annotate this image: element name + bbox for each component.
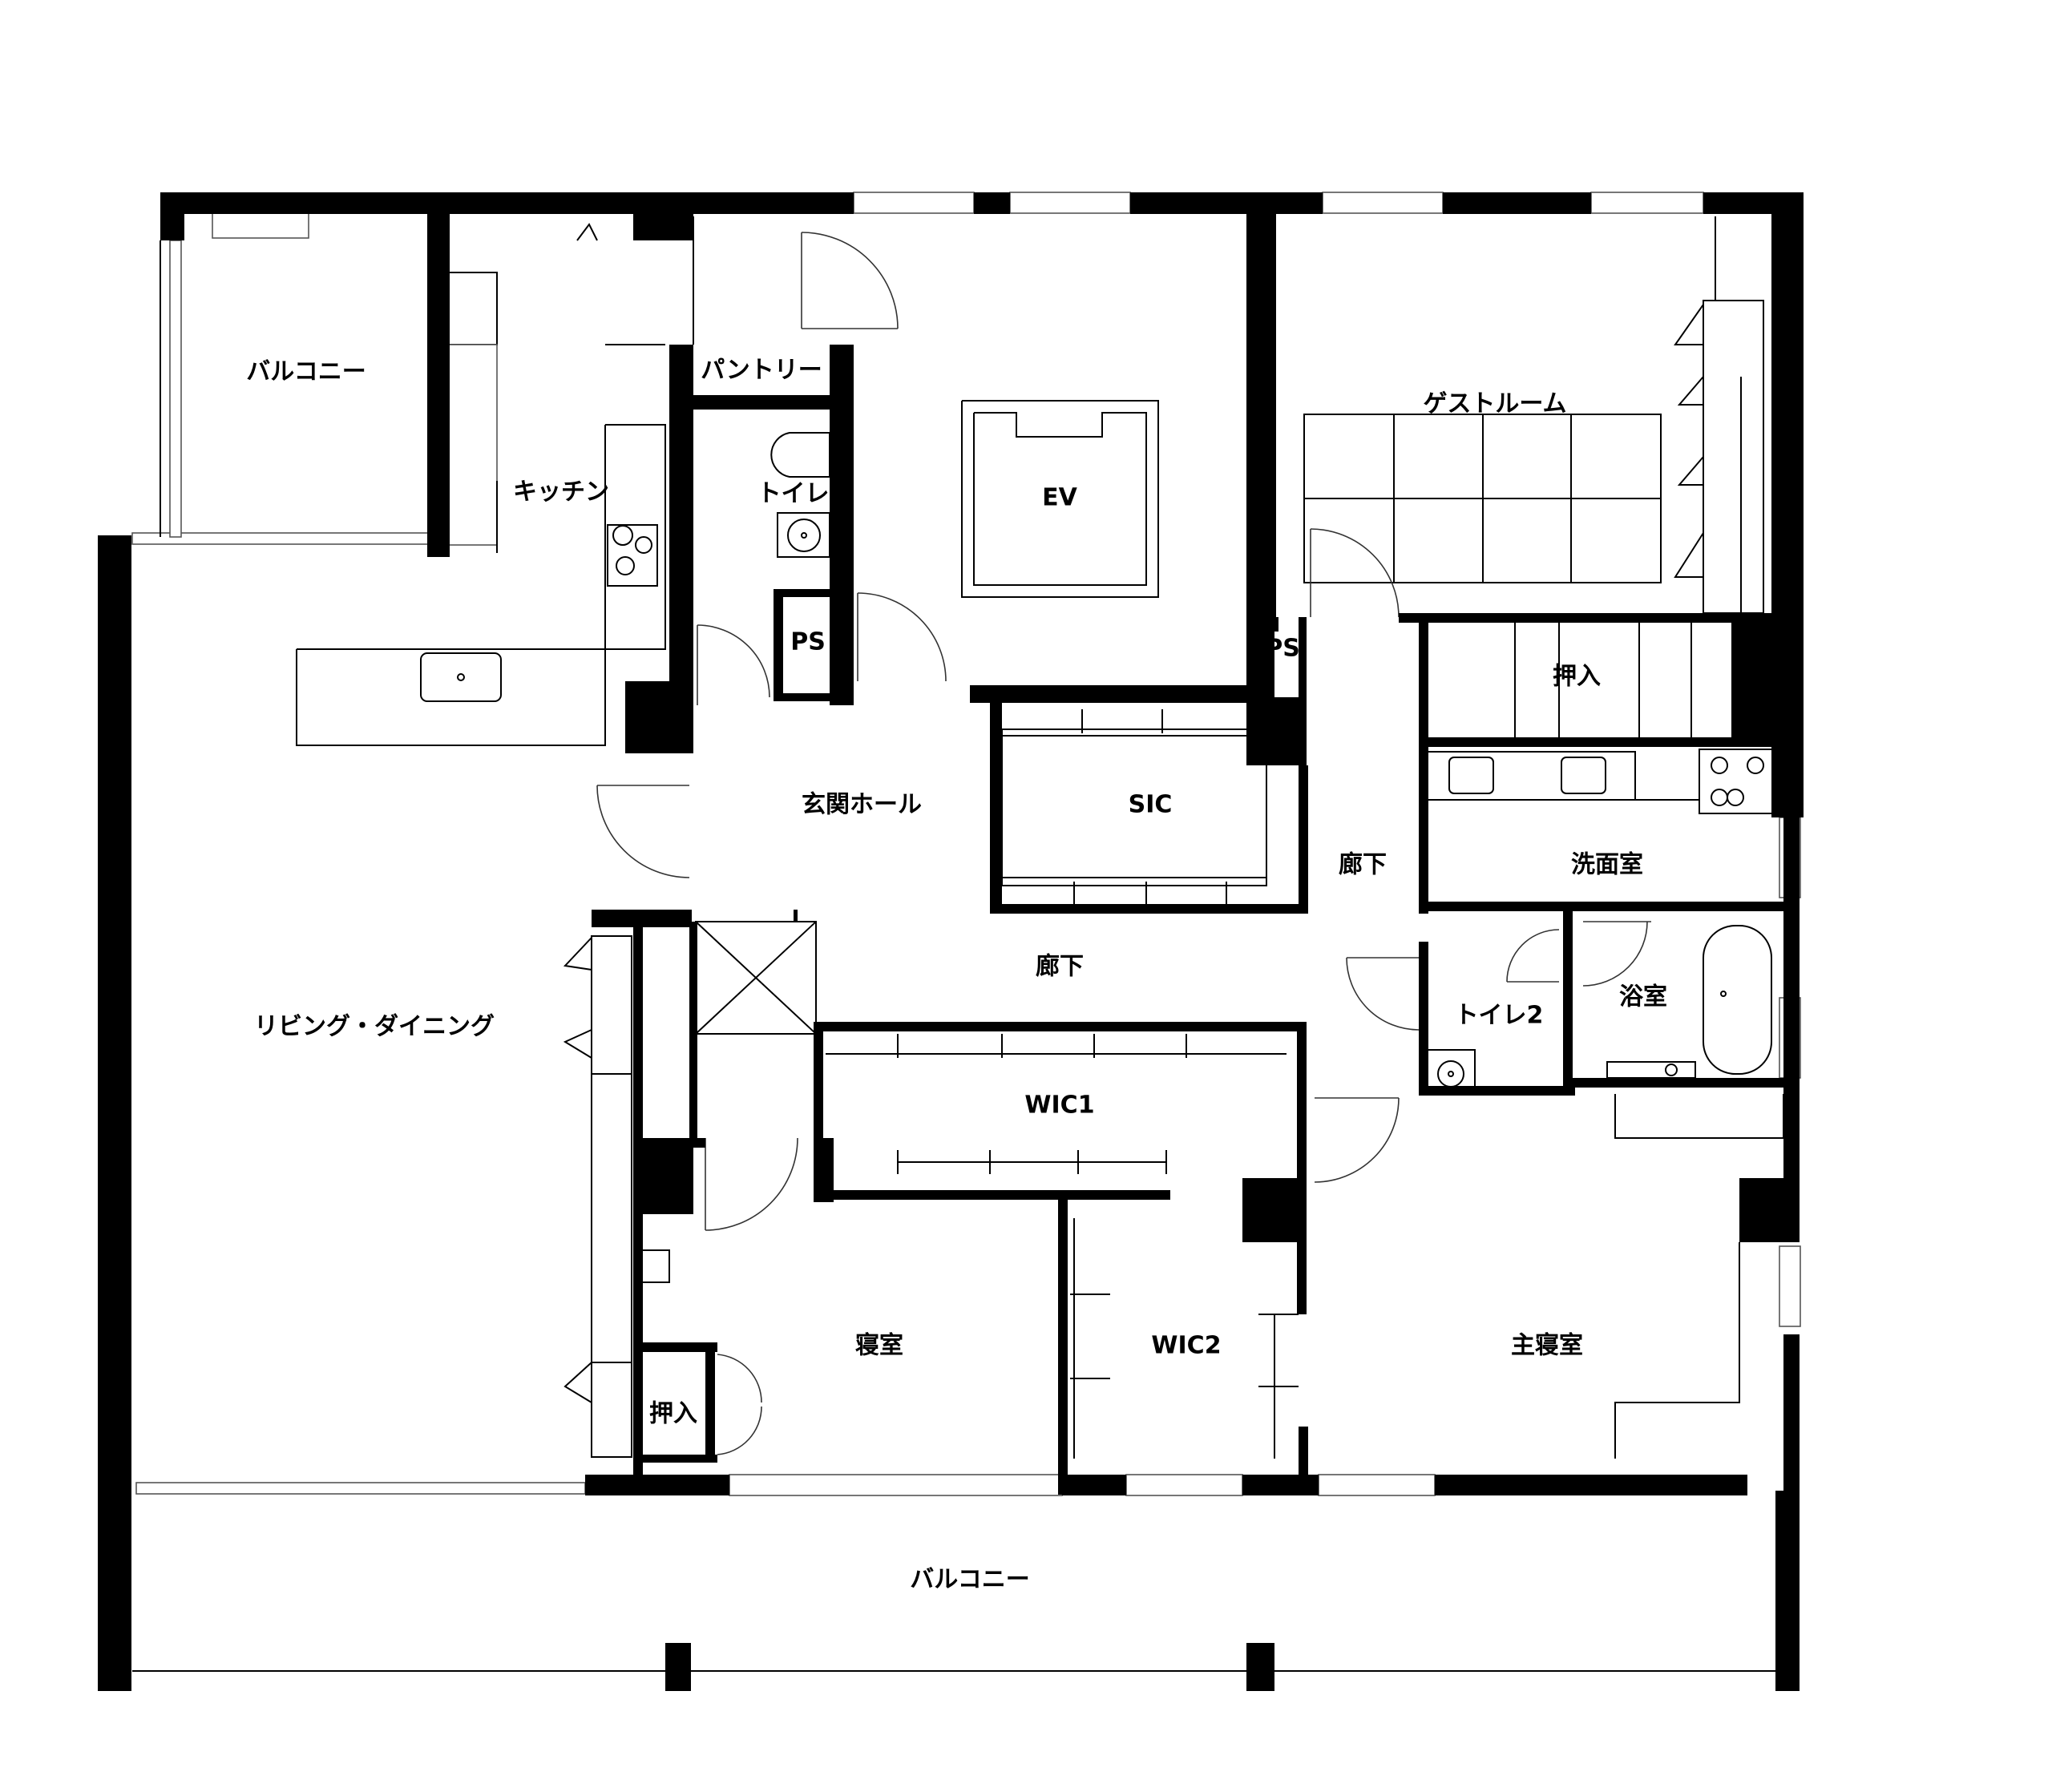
room-labels: バルコニー キッチン パントリー トイレ1 EV ゲストルーム PS PS 押入…	[246, 357, 1667, 1594]
room-label-oshiire-bedroom: 押入	[649, 1400, 697, 1428]
room-label-wic2: WIC2	[1151, 1332, 1221, 1360]
room-label-ev: EV	[1042, 484, 1077, 512]
room-label-kitchen: キッチン	[513, 478, 609, 507]
room-label-living-dining: リビング・ダイニング	[254, 1013, 495, 1041]
room-label-ps-right: PS	[1265, 635, 1300, 663]
room-label-toilet2: トイレ2	[1455, 1002, 1544, 1030]
room-label-pantry: パントリー	[701, 357, 822, 385]
room-label-corridor-main: 廊下	[1036, 953, 1084, 981]
room-label-toilet1: トイレ1	[757, 480, 846, 508]
room-label-sic: SIC	[1129, 791, 1173, 819]
walls	[98, 192, 1804, 1691]
fixtures	[132, 216, 1784, 1672]
room-label-wic1: WIC1	[1024, 1092, 1094, 1120]
doors	[596, 232, 1651, 1455]
room-label-oshiire-guest: 押入	[1553, 663, 1601, 691]
room-label-guest-room: ゲストルーム	[1423, 390, 1566, 418]
room-label-corridor-vertical: 廊下	[1339, 851, 1387, 879]
windows	[131, 192, 1801, 1496]
room-label-senmenjo: 洗面室	[1571, 851, 1643, 879]
room-label-genkan-hall: 玄関ホール	[802, 791, 922, 819]
room-label-bedroom: 寝室	[855, 1332, 903, 1360]
room-label-balcony-top: バルコニー	[246, 358, 366, 386]
room-label-yokushitsu: 浴室	[1619, 983, 1667, 1011]
room-label-master-bedroom: 主寝室	[1511, 1332, 1583, 1360]
room-label-ps-left: PS	[790, 628, 826, 656]
room-label-balcony-bottom: バルコニー	[910, 1566, 1029, 1594]
